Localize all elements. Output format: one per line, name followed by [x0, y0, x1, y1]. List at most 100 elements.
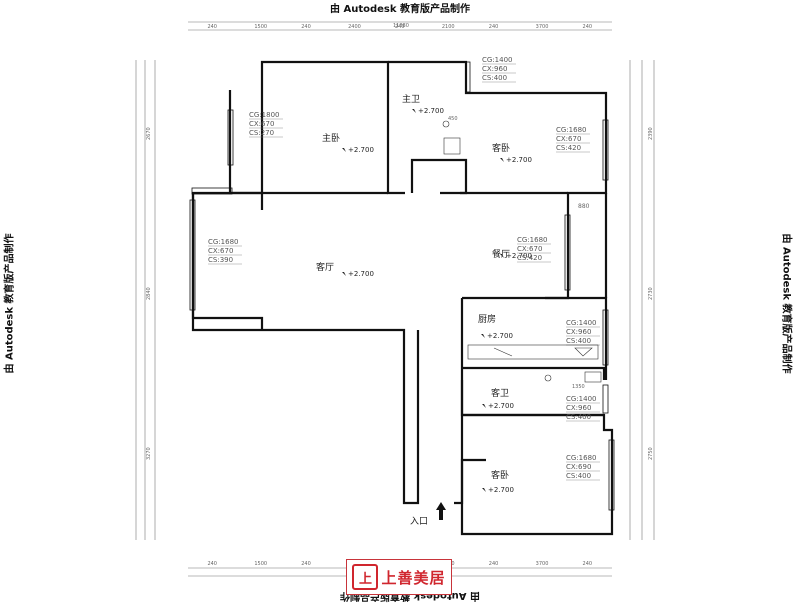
room-cx-master-bath: CX:960 — [482, 65, 507, 73]
elevation-marker-icon — [500, 158, 504, 162]
kitchen-stove — [493, 347, 513, 357]
wall-master-bath — [388, 60, 608, 300]
overall-dim: 11880 — [393, 23, 409, 29]
brand-logo: 上 上善美居 — [346, 559, 452, 595]
room-name-living: 客厅 — [316, 261, 334, 273]
room-elevation-living: +2.700 — [348, 270, 374, 278]
elevation-marker-icon — [500, 254, 504, 258]
dimension-label: 240 — [489, 561, 499, 567]
elevation-marker-icon — [412, 109, 416, 113]
room-cg-dining: CG:1680 — [517, 236, 548, 244]
room-cs-guest-bottom: CS:400 — [566, 472, 591, 480]
room-cx-dining: CX:670 — [517, 245, 542, 253]
dimension-label: 3700 — [536, 561, 549, 567]
room-cx-guest-bath: CX:960 — [566, 404, 591, 412]
room-cx-kitchen: CX:960 — [566, 328, 591, 336]
bath-fixture — [443, 137, 461, 155]
walls — [191, 60, 614, 536]
dimension-label: 2750 — [648, 447, 654, 460]
room-cs-master: CS:270 — [249, 129, 274, 137]
room-elevation-guest-top: +2.700 — [506, 156, 532, 164]
room-cx-living: CX:670 — [208, 247, 233, 255]
window-guest-bottom — [608, 439, 615, 511]
window-guest-bath — [602, 384, 609, 414]
dimension-label: 240 — [301, 24, 311, 30]
window-dining — [564, 214, 571, 291]
guest-bath-drain-icon — [544, 374, 552, 382]
wall-guest-bath — [460, 413, 614, 536]
brand-mark-icon: 上 — [352, 564, 379, 590]
room-cg-master-bath: CG:1400 — [482, 56, 513, 64]
kitchen-sink — [574, 347, 593, 357]
room-cg-guest-bottom: CG:1680 — [566, 454, 597, 462]
kitchen-fixture-label: 1350 — [572, 384, 585, 390]
kitchen-counter — [467, 344, 599, 360]
dimension-label: 3700 — [536, 24, 549, 30]
room-cg-master: CG:1800 — [249, 111, 280, 119]
dimension-label: 240 — [207, 561, 217, 567]
room-cx-guest-top: CX:670 — [556, 135, 581, 143]
room-cs-master-bath: CS:400 — [482, 74, 507, 82]
elevation-marker-icon — [482, 488, 486, 492]
dimension-label: 2400 — [348, 24, 361, 30]
dimension-label: 240 — [583, 561, 593, 567]
wall-living-bottom — [262, 328, 420, 505]
window-bay — [191, 187, 233, 195]
dimension-label: 240 — [395, 24, 405, 30]
dimension-label: 240 — [489, 24, 499, 30]
brand-name: 上善美居 — [381, 568, 446, 587]
wall-living-left — [191, 193, 262, 332]
dimension-label: 1500 — [254, 24, 267, 30]
room-cs-living: CS:390 — [208, 256, 233, 264]
room-elevation-guest-bath: +2.700 — [488, 402, 514, 410]
dining-width-label: 880 — [578, 203, 590, 210]
room-elevation-master: +2.700 — [348, 146, 374, 154]
entrance-arrow-icon — [436, 502, 446, 520]
room-cg-guest-top: CG:1680 — [556, 126, 587, 134]
room-name-guest-bath: 客卫 — [491, 387, 509, 399]
room-name-guest-bottom: 客卧 — [491, 469, 509, 481]
guest-bath-fixture — [584, 371, 602, 383]
window-guest-top — [602, 119, 609, 181]
room-elevation-guest-bottom: +2.700 — [488, 486, 514, 494]
room-name-master-bath: 主卫 — [402, 93, 420, 105]
room-cs-kitchen: CS:400 — [566, 337, 591, 345]
room-cg-living: CG:1680 — [208, 238, 239, 246]
dimension-label: 3270 — [146, 447, 152, 460]
dimension-label: 2840 — [146, 287, 152, 300]
windows — [189, 61, 615, 511]
dimension-label: 2100 — [442, 24, 455, 30]
dimension-label: 240 — [301, 561, 311, 567]
wall-bath-inner — [410, 158, 468, 195]
elevation-marker-icon — [481, 334, 485, 338]
dimension-label: 240 — [583, 24, 593, 30]
room-cx-guest-bottom: CX:690 — [566, 463, 591, 471]
entrance-label: 入口 — [410, 516, 428, 527]
dimension-label: 2390 — [648, 127, 654, 140]
room-elevation-dining: +2.700 — [506, 252, 532, 260]
window-kitchen — [602, 309, 609, 366]
room-cs-guest-bath: CS:400 — [566, 413, 591, 421]
room-name-guest-top: 客卧 — [492, 142, 510, 154]
room-cs-dining: CS:420 — [517, 254, 542, 262]
window-master — [227, 109, 234, 166]
room-elevation-kitchen: +2.700 — [487, 332, 513, 340]
room-name-master: 主卧 — [322, 132, 340, 144]
dimension-label: 2670 — [146, 127, 152, 140]
bath-drain-icon — [442, 120, 450, 128]
room-cg-kitchen: CG:1400 — [566, 319, 597, 327]
room-elevation-master-bath: +2.700 — [418, 107, 444, 115]
room-cs-guest-top: CS:420 — [556, 144, 581, 152]
room-name-kitchen: 厨房 — [478, 313, 496, 325]
dimension-label: 2730 — [648, 287, 654, 300]
room-cg-guest-bath: CG:1400 — [566, 395, 597, 403]
room-cx-master: CX:670 — [249, 120, 274, 128]
dimension-label: 1500 — [254, 561, 267, 567]
elevation-marker-icon — [342, 272, 346, 276]
elevation-marker-icon — [482, 404, 486, 408]
fixtures — [442, 120, 602, 383]
dimension-lines — [135, 21, 655, 577]
dimension-label: 240 — [207, 24, 217, 30]
window-living — [189, 199, 196, 311]
